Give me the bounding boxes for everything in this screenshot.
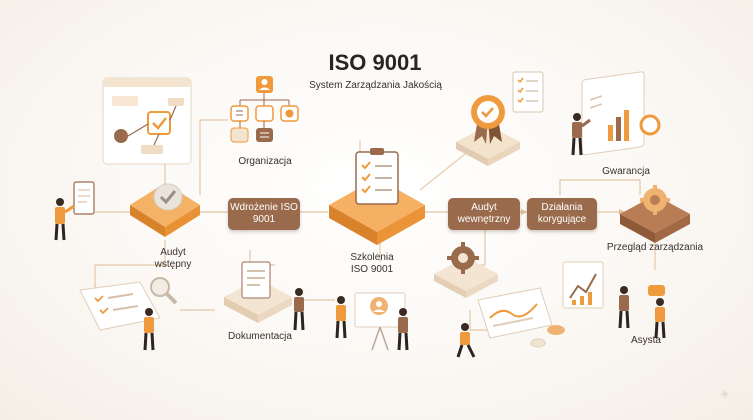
label-gwarancja: Gwarancja	[602, 166, 650, 177]
sparkle-icon: ✦	[718, 387, 732, 404]
przeglad-platform	[620, 185, 690, 243]
chart-icon	[569, 273, 597, 299]
page-subtitle: System Zarządzania Jakością	[309, 80, 442, 91]
label-dokumentacja: Dokumentacja	[228, 331, 292, 342]
gwarancja-illustration	[571, 71, 661, 156]
label-organizacja: Organizacja	[238, 156, 292, 167]
person-left	[54, 181, 95, 241]
clipboard-magnifier	[79, 277, 178, 351]
user-icon	[261, 79, 268, 85]
analytics-scene	[456, 287, 565, 358]
connector-lines	[94, 109, 656, 331]
gear-icon	[447, 242, 479, 274]
dokumentacja-platform	[224, 261, 305, 331]
step-dzialania-korygujace: Działania korygujące	[527, 198, 597, 230]
label-asysta: Asysta	[630, 335, 661, 346]
document-icon	[241, 261, 271, 299]
badge-platform	[456, 71, 544, 166]
org-chart	[230, 76, 299, 143]
gear-icon	[640, 185, 670, 215]
label-szkolenia: Szkolenia ISO 9001	[350, 252, 394, 275]
step-wdrozenie: Wdrożenie ISO 9001	[228, 198, 300, 230]
central-platform	[329, 148, 425, 245]
page-title: ISO 9001	[328, 50, 422, 75]
step-audyt-wewnetrzny: Audyt wewnętrzny	[448, 198, 520, 230]
flowchart-window	[102, 77, 192, 165]
gear-platform-middle	[434, 242, 498, 298]
check-icon	[152, 117, 167, 130]
audyt-wstepny-platform	[130, 183, 200, 237]
label-audyt-wstepny: Audyt wstępny	[154, 247, 192, 270]
chart-icon	[608, 125, 613, 141]
label-przeglad: Przegląd zarządzania	[606, 242, 704, 253]
presentation-illustration	[335, 292, 409, 351]
asysta-illustration	[562, 261, 666, 339]
check-icon	[159, 190, 177, 205]
